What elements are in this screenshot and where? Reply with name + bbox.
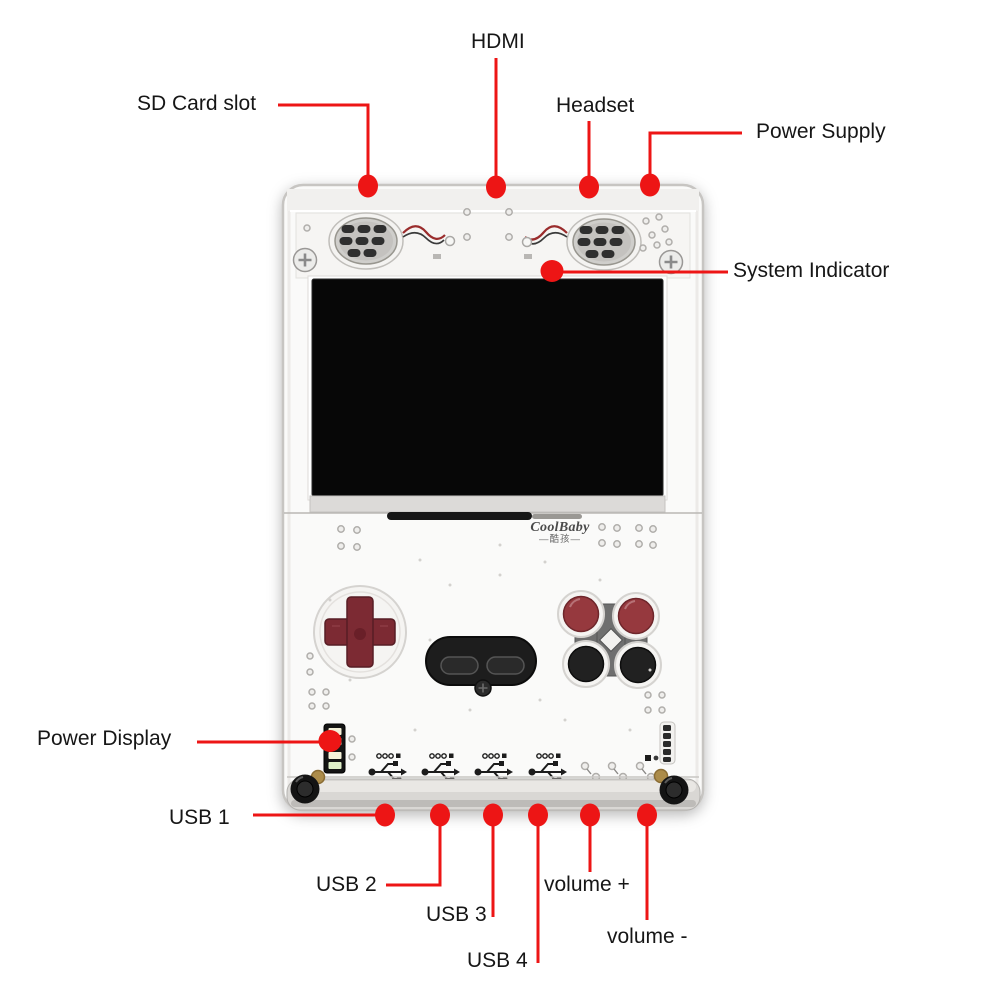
speaker-left-icon xyxy=(328,212,404,270)
action-buttons xyxy=(557,590,662,689)
callout-power-supply xyxy=(640,131,742,197)
power-led-column xyxy=(645,721,676,765)
callout-system-indicator xyxy=(540,260,728,282)
label-sd-card-slot: SD Card slot xyxy=(137,92,257,115)
callout-dot-usb-4 xyxy=(528,803,548,827)
label-volume-up: volume + xyxy=(544,873,630,896)
button-black-right xyxy=(619,646,657,684)
callout-sd-card-slot xyxy=(278,103,378,198)
button-red-right xyxy=(617,597,655,635)
callout-dot-hdmi xyxy=(486,175,506,199)
callout-hdmi xyxy=(486,58,506,199)
label-headset: Headset xyxy=(556,94,635,117)
label-hdmi: HDMI xyxy=(471,30,525,53)
button-red-left xyxy=(562,595,600,633)
label-usb-3: USB 3 xyxy=(426,903,487,926)
brand-name-cn: —酷孩— xyxy=(538,534,581,545)
select-start-buttons xyxy=(425,636,537,697)
callout-dot-sd-card-slot xyxy=(358,174,378,198)
pcb-holes-top xyxy=(303,208,673,252)
callout-dot-usb-1 xyxy=(375,803,395,827)
bottom-edge xyxy=(286,776,701,811)
screw-right-icon xyxy=(658,249,684,275)
callout-usb-3 xyxy=(483,803,503,917)
callout-dot-usb-2 xyxy=(430,803,450,827)
dpad xyxy=(313,585,407,679)
label-volume-down: volume - xyxy=(607,925,688,948)
button-black-left xyxy=(567,645,605,683)
callout-volume-down xyxy=(637,803,657,920)
callout-dot-volume-down xyxy=(637,803,657,827)
callout-power-display xyxy=(197,730,342,752)
start-button xyxy=(486,656,525,675)
callout-headset xyxy=(579,121,599,199)
speaker-wires xyxy=(402,225,568,259)
callout-usb-1 xyxy=(253,803,395,827)
cartridge-slot xyxy=(284,512,702,520)
pcb-holes-bottom xyxy=(306,543,666,761)
pcb-holes-mid xyxy=(337,523,657,551)
callout-usb-4 xyxy=(528,803,548,963)
usb-3-icon xyxy=(474,753,513,782)
rubber-foot-right xyxy=(653,768,689,805)
callout-dot-power-supply xyxy=(640,173,660,197)
screen xyxy=(307,275,668,513)
callout-dot-system-indicator xyxy=(540,260,564,282)
callout-volume-up xyxy=(580,803,600,872)
label-usb-2: USB 2 xyxy=(316,873,377,896)
callout-dot-headset xyxy=(579,175,599,199)
speaker-right-icon xyxy=(566,213,642,271)
label-power-supply: Power Supply xyxy=(756,120,886,143)
callout-usb-2 xyxy=(386,803,450,887)
brand-name: CoolBaby xyxy=(530,520,590,535)
callout-dot-power-display xyxy=(318,730,342,752)
callout-dot-usb-3 xyxy=(483,803,503,827)
rubber-foot-left xyxy=(290,769,326,804)
screw-left-icon xyxy=(292,247,318,273)
label-usb-4: USB 4 xyxy=(467,949,528,972)
select-button xyxy=(440,656,479,675)
brand-logo: CoolBaby —酷孩— xyxy=(516,520,604,545)
label-usb-1: USB 1 xyxy=(169,806,230,829)
label-system-indicator: System Indicator xyxy=(733,259,890,282)
callout-dot-volume-up xyxy=(580,803,600,827)
label-power-display: Power Display xyxy=(37,727,172,750)
